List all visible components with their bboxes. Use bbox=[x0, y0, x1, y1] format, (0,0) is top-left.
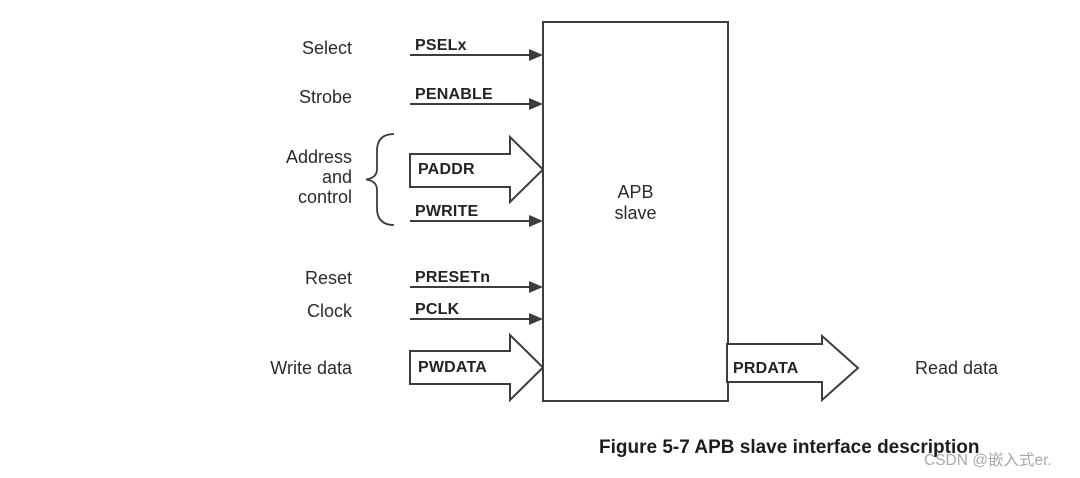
address-control-line3: control bbox=[297, 187, 352, 207]
penable-signal-name: PENABLE bbox=[415, 86, 493, 103]
reset-label: Reset bbox=[304, 268, 352, 288]
address-control-line2: and bbox=[321, 167, 352, 187]
pwdata-block-arrow-icon bbox=[409, 332, 545, 403]
paddr-block-arrow-icon bbox=[409, 134, 545, 205]
clock-label: Clock bbox=[306, 301, 352, 321]
select-label: Select bbox=[301, 38, 352, 58]
address-control-label: Address and control bbox=[228, 147, 352, 207]
address-control-line1: Address bbox=[285, 147, 352, 167]
arrowhead-icon bbox=[529, 313, 543, 325]
strobe-label: Strobe bbox=[298, 87, 352, 107]
write-data-label: Write data bbox=[270, 358, 352, 378]
pclk-signal-name: PCLK bbox=[415, 301, 460, 318]
apb-slave-block: APB slave bbox=[542, 21, 729, 402]
arrowhead-icon bbox=[529, 215, 543, 227]
read-data-label: Read data bbox=[915, 358, 999, 378]
prdata-signal-name: PRDATA bbox=[733, 360, 799, 377]
figure-caption: Figure 5-7 APB slave interface descripti… bbox=[599, 437, 980, 458]
csdn-watermark: CSDN @嵌入式er. bbox=[924, 452, 1052, 469]
pselx-signal-name: PSELx bbox=[415, 37, 467, 54]
pwrite-signal-name: PWRITE bbox=[415, 203, 479, 220]
prdata-block-arrow-icon bbox=[726, 333, 860, 403]
pwdata-signal-name: PWDATA bbox=[418, 359, 488, 376]
arrowhead-icon bbox=[529, 49, 543, 61]
apb-slave-block-line2: slave bbox=[614, 202, 657, 223]
apb-slave-block-line1: APB bbox=[617, 181, 654, 202]
presetn-signal-name: PRESETn bbox=[415, 269, 491, 286]
address-control-brace-icon bbox=[365, 133, 395, 226]
paddr-signal-name: PADDR bbox=[418, 161, 475, 178]
arrowhead-icon bbox=[529, 281, 543, 293]
arrowhead-icon bbox=[529, 98, 543, 110]
